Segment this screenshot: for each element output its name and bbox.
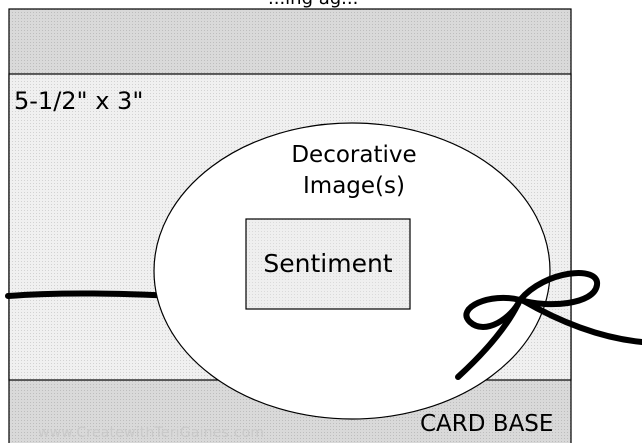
ribbon-bow-tail-down [455,301,521,380]
ribbon-bow-tail-right [519,297,642,345]
decorative-image-label-line1: Decorative [291,142,417,168]
decorative-image-label: Decorative Image(s) [254,140,454,202]
sentiment-label: Sentiment [263,249,393,278]
watermark-text: www.CreatewithTeriGaines.com [38,425,265,441]
top-partial-text: ...ing ag... [268,0,358,10]
sentiment-box-shape [245,218,411,310]
panel-size-label: 5-1/2" x 3" [14,87,144,115]
card-base-label: CARD BASE [420,411,554,437]
decorative-image-label-line2: Image(s) [303,173,405,199]
ribbon-bow-right-loop [517,270,600,308]
ribbon-bow-left-loop [463,294,523,330]
